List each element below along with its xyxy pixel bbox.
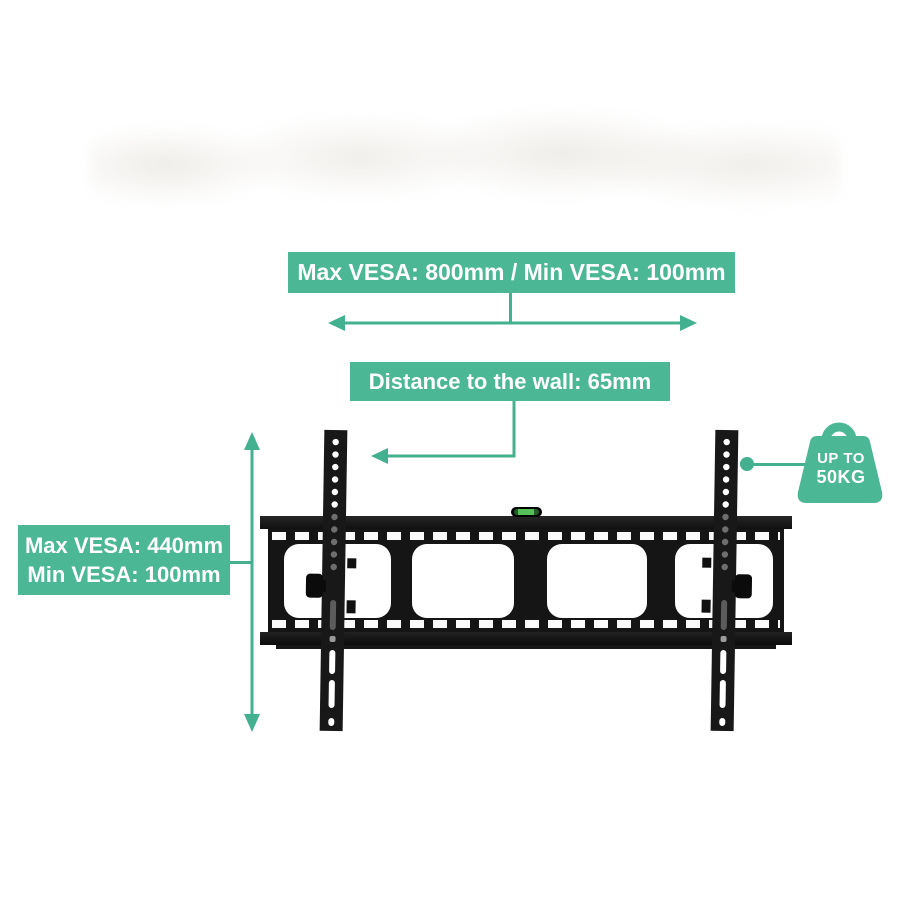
- vesa-window-3: [547, 544, 647, 618]
- side-vesa-label: Max VESA: 440mm Min VESA: 100mm: [18, 525, 230, 595]
- mounting-slot-row-bottom: [272, 620, 780, 628]
- rail-left-hardware-tab-top: [347, 558, 357, 569]
- weight-badge-line2: 50KG: [816, 467, 866, 487]
- rail-left-hardware-tab-bottom: [346, 600, 356, 614]
- horizontal-double-arrow-icon: [328, 315, 697, 331]
- top-label-connector-line: [509, 292, 512, 323]
- vertical-double-arrow-icon: [244, 432, 260, 732]
- tilt-knob-right-stem: [731, 580, 741, 593]
- wall-plate-bottom-flange: [260, 632, 792, 645]
- side-vesa-line1: Max VESA: 440mm: [24, 533, 224, 558]
- rail-right-hardware-tab-bottom: [701, 599, 711, 613]
- spirit-level-bubble: [514, 509, 539, 515]
- tv-rail-left-holes: [328, 438, 339, 726]
- wall-plate-shadow: [276, 645, 776, 649]
- tv-rail-left: [305, 429, 357, 732]
- wall-plate-top-flange: [260, 516, 792, 529]
- down-left-arrow-icon: [371, 401, 516, 464]
- spirit-level: [511, 507, 542, 517]
- tilt-knob-left-stem: [317, 579, 327, 592]
- weight-badge-line1: UP TO: [817, 450, 865, 467]
- vesa-window-2: [412, 544, 514, 618]
- watermark-smudge: [90, 102, 840, 217]
- badge-connector-dot: [740, 457, 754, 471]
- side-label-connector-line: [229, 561, 253, 564]
- wall-distance-label: Distance to the wall: 65mm: [350, 362, 670, 401]
- tv-rail-right-holes: [719, 438, 730, 726]
- kettlebell-weight-icon: [797, 422, 883, 503]
- badge-connector-line: [751, 463, 811, 466]
- top-vesa-label: Max VESA: 800mm / Min VESA: 100mm: [288, 252, 735, 293]
- tv-rail-right: [701, 429, 753, 732]
- mounting-slot-row-top: [272, 532, 780, 540]
- side-vesa-line2: Min VESA: 100mm: [27, 562, 221, 587]
- rail-right-hardware-tab-top: [702, 557, 712, 568]
